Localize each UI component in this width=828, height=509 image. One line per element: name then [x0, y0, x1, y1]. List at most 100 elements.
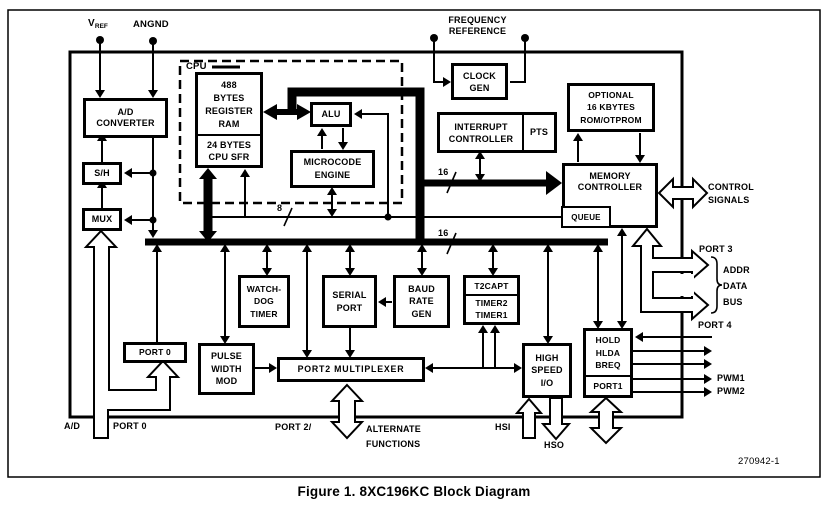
junction-dot [384, 213, 392, 221]
t2-down-arrowhead [488, 268, 498, 276]
bus16-mem-label: 16 [438, 167, 449, 177]
hold-hlda-breq-text: HOLD HLDA BREQ [595, 335, 621, 371]
sp-down-arrowhead [345, 268, 355, 276]
right-signal-lines [633, 336, 712, 393]
to-microcode-arrowhead [338, 142, 348, 150]
junction-dot [149, 216, 157, 224]
chip-border [68, 50, 684, 419]
port4-label: PORT 4 [698, 320, 732, 330]
baud-to-serial-arrowhead [378, 297, 386, 307]
pwm1-label: PWM1 [717, 373, 745, 383]
sample-hold-block: S/H [82, 162, 122, 185]
alternate-functions-label: ALTERNATE FUNCTIONS [366, 424, 421, 449]
ad-pin-label: A/D [64, 421, 81, 431]
pwm-down-arrowhead [220, 336, 230, 344]
port3-label: PORT 3 [699, 244, 733, 254]
addr-data-bus-label: ADDR DATA BUS [723, 265, 750, 307]
ic-bus-down-arrowhead [475, 174, 485, 182]
bus16-main-label: 16 [438, 228, 449, 238]
to-timer1-arrowhead2 [490, 325, 500, 333]
alu-block: ALU [310, 102, 352, 127]
baud-rate-gen-block: BAUD RATE GEN [393, 275, 450, 328]
port0-block: PORT 0 [123, 342, 187, 363]
bus8-label: 8 [277, 203, 283, 213]
to-rom-arrowhead [573, 133, 583, 141]
to-hsio-arrowhead [514, 363, 522, 373]
vref-sub: REF [94, 23, 108, 30]
high-speed-io-block: HIGH SPEED I/O [522, 343, 572, 398]
clock-gen-block: CLOCK GEN [451, 63, 508, 100]
to-sh-arrowhead [124, 168, 132, 178]
hold-up-arrowhead [593, 244, 603, 252]
pts-text: PTS [522, 115, 554, 150]
port2-alternate-functions-arrow [329, 383, 365, 440]
addr-data-bus-brace [710, 256, 723, 314]
hsi-pin-label: HSI [495, 422, 511, 432]
pwm2-label: PWM2 [717, 386, 745, 396]
frequency-reference-label: FREQUENCY REFERENCE [448, 15, 507, 36]
alu-feedback-arrowhead [354, 109, 362, 119]
pulse-width-mod-block: PULSE WIDTH MOD [198, 343, 255, 395]
serial-port-block: SERIAL PORT [322, 275, 377, 328]
doc-number: 270942-1 [738, 456, 780, 467]
pwm2-out-arrowhead [704, 387, 712, 397]
ram-alu-bus [263, 104, 311, 120]
microcode-down-arrowhead [327, 209, 337, 217]
memctl-hold-down-arrowhead [617, 321, 627, 329]
pwm-up-arrowhead [220, 244, 230, 252]
port2-pin-label: PORT 2/ [275, 422, 312, 432]
interrupt-controller-text: INTERRUPT CONTROLLER [448, 121, 514, 144]
junction-dot [149, 169, 157, 177]
vref-arrowhead [95, 90, 105, 98]
t2-up-arrowhead [488, 244, 498, 252]
p2m-up-arrowhead [302, 244, 312, 252]
wd-down-arrowhead [262, 268, 272, 276]
ad-port0-input-channel [83, 229, 181, 439]
angnd-node-dot [149, 37, 157, 45]
to-p2m-left-arrowhead [425, 363, 433, 373]
freq-ref-dot-right [521, 34, 529, 42]
timers-text: TIMER2 TIMER1 [475, 297, 508, 321]
vref-v: V [88, 18, 95, 29]
figure-caption: Figure 1. 8XC196KC Block Diagram [297, 484, 531, 499]
vref-wire [96, 36, 104, 94]
to-memctl-arrowhead [635, 155, 645, 163]
freq-ref-wires [430, 34, 529, 83]
open-arrows [83, 176, 710, 445]
to-sfr-arrowhead [240, 169, 250, 177]
to-alu-arrowhead [317, 128, 327, 136]
angnd-label: ANGND [133, 19, 169, 30]
mux-block: MUX [82, 208, 122, 231]
vref-node-dot [96, 36, 104, 44]
cpu-sfr-text: 24 BYTES CPU SFR [198, 134, 260, 165]
hlda-out-arrowhead [704, 346, 712, 356]
baud-down-arrowhead [417, 268, 427, 276]
t2capt-text: T2CAPT [466, 278, 517, 296]
pwmod-to-p2m-arrowhead [269, 363, 277, 373]
outer-frame [7, 9, 821, 478]
hsio-up-arrowhead [543, 244, 553, 252]
breq-out-arrowhead [704, 359, 712, 369]
queue-block: QUEUE [561, 206, 611, 228]
rom-block: OPTIONAL 16 KBYTES ROM/OTPROM [567, 83, 655, 132]
wd-up-arrowhead [262, 244, 272, 252]
clock-gen-arrowhead [443, 77, 451, 87]
border-cover [668, 274, 694, 296]
port0-to-bus-arrowhead [152, 244, 162, 252]
port2-multiplexer-block: PORT2 MULTIPLEXER [277, 357, 425, 382]
angnd-arrowhead [148, 90, 158, 98]
memctl-hold-up-arrowhead [617, 228, 627, 236]
angnd-wire [149, 37, 157, 94]
microcode-engine-block: MICROCODE ENGINE [290, 150, 375, 188]
hso-pin-label: HSO [544, 440, 565, 450]
sp-up-arrowhead [345, 244, 355, 252]
ic-bus-up-arrowhead [475, 151, 485, 159]
sfr-vertical-bus [199, 168, 217, 242]
register-ram-block: 488 BYTES REGISTER RAM 24 BYTES CPU SFR [195, 72, 263, 168]
port1-io-arrow [588, 396, 624, 445]
to-mux-arrowhead [124, 215, 132, 225]
alu-main-bus [287, 87, 425, 241]
ad-converter-block: A/D CONVERTER [83, 98, 168, 138]
bus-width-slashes [283, 171, 457, 255]
serial-to-p2m-arrowhead [345, 350, 355, 358]
